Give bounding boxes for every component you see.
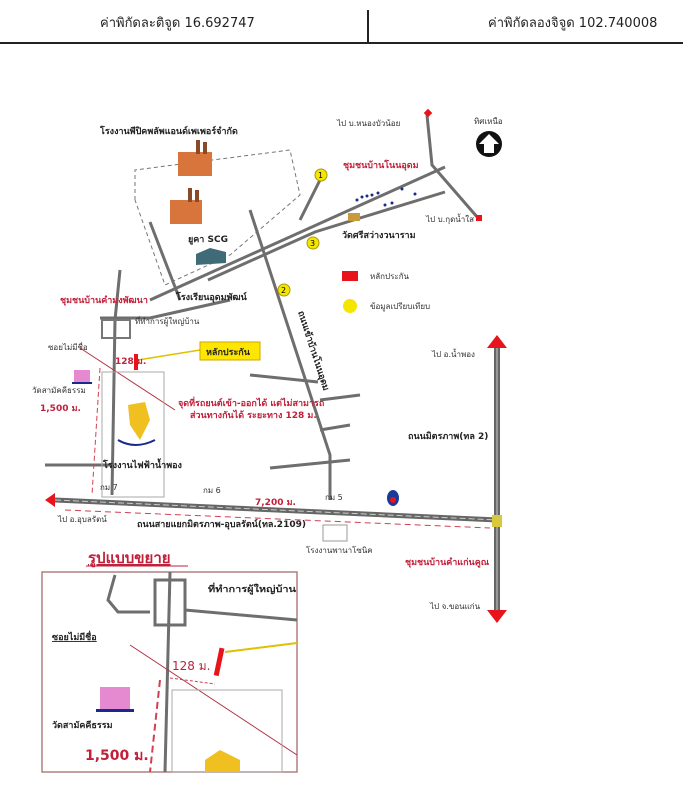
longitude-label: ค่าพิกัดลองจิจูด 102.740008 <box>488 16 658 31</box>
legend-comparison-label: ข้อมูลเปรียบเทียบ <box>370 302 430 312</box>
factory-boundary <box>134 149 301 286</box>
community-kham-mong-label: ชุมชนบ้านคำมงพัฒนา <box>60 295 148 306</box>
road-2109-label: ถนนสายแยกมิตรภาพ-อุบลรัตน์(ทล.2109) <box>137 518 306 530</box>
to-nam-phong-label: ไป อ.น้ำพอง <box>431 348 475 359</box>
power-plant-label: โรงงานไฟฟ้าน้ำพอง <box>102 458 182 471</box>
collateral-callout <box>199 341 261 361</box>
route-dashed-1500 <box>91 367 101 496</box>
unnamed-soi-label: ซอยไม่มีชื่อ <box>48 341 88 352</box>
collateral-marker-icon <box>134 354 138 370</box>
svg-text:1: 1 <box>318 171 323 180</box>
comparison-marker-1: 1 <box>314 168 328 182</box>
to-ubolratana-label: ไป อ.อุบลรัตน์ <box>57 514 107 524</box>
egat-logo-icon <box>117 402 156 446</box>
to-khon-kaen-label: ไป จ.ขอนแก่น <box>429 602 481 611</box>
to-kut-nam-sai-label: ไป บ.กุดน้ำใส <box>425 213 474 224</box>
factory-icon <box>170 140 212 224</box>
dist-128-label: 128 ม. <box>115 357 146 367</box>
km6-label: กม 6 <box>203 486 221 495</box>
road-mittraphap-label: ถนนมิตรภาพ(ทล 2) <box>408 431 488 442</box>
inset-dist-128-label: 128 ม. <box>172 659 210 673</box>
warehouse-icon <box>196 248 226 265</box>
callout-line <box>137 349 201 361</box>
village-block <box>101 319 131 339</box>
legend-comparison-swatch <box>343 299 357 313</box>
community-kham-kaen-khun-label: ชุมชนบ้านคำแก่นคูณ <box>405 557 490 568</box>
to-nong-bua-noi-label: ไป บ.หนองบัวน้อย <box>336 119 400 128</box>
temple-si-sawang-label: วัดศรีสว่างวนาราม <box>342 230 416 241</box>
svg-text:3: 3 <box>310 239 315 248</box>
school-label: โรงเรียนอุดมพัฒน์ <box>175 291 248 303</box>
marker-square-icon <box>476 215 482 221</box>
north-label: ทิศเหนือ <box>474 117 503 126</box>
latitude-label: ค่าพิกัดละติจูด 16.692747 <box>100 16 255 31</box>
km5-label: กม 5 <box>325 493 343 502</box>
inset-detail-map <box>41 571 298 773</box>
note-line-2: ส่วนทางกันได้ ระยะทาง 128 ม. <box>190 409 317 421</box>
comparison-marker-3: 3 <box>306 236 320 250</box>
inset-village-office-label: ที่ทำการผู้ใหญ่บ้าน <box>208 582 297 595</box>
panasonic-label: โรงงานพานาโซนิค <box>306 545 373 555</box>
inset-temple-label: วัดสามัคคีธรรม <box>52 720 113 731</box>
inset-dist-1500-label: 1,500 ม. <box>85 748 149 764</box>
svg-text:2: 2 <box>281 286 286 295</box>
north-arrow-icon <box>476 131 502 157</box>
dist-1500-label: 1,500 ม. <box>40 404 81 414</box>
highway-2109 <box>45 493 499 529</box>
power-plant-boundary <box>101 371 165 498</box>
temple-icon <box>348 213 360 221</box>
note-line-1: จุดที่รถยนต์เข้า-ออกได้ แต่ไม่สามารถ <box>178 396 324 409</box>
highway-mittraphap <box>487 335 507 623</box>
inset-title: รูปแบบขยาย <box>88 549 171 568</box>
village-office-label: ที่ทำการผู้ใหญ่บ้าน <box>135 315 200 327</box>
panasonic-icon <box>322 524 348 542</box>
legend-collateral-swatch <box>342 271 358 281</box>
inset-unnamed-soi-label: ซอยไม่มีชื่อ <box>52 630 97 643</box>
house-dots <box>355 187 417 207</box>
dist-7200-label: 7,200 ม. <box>255 498 296 508</box>
soi-pointer <box>79 347 176 411</box>
factory-pulp-label: โรงงานพีปิคพลัพแอนด์เพเพอร์จำกัด <box>99 125 238 137</box>
temple-samakkhi-icon <box>72 370 92 384</box>
collateral-callout-label: หลักประกัน <box>206 347 251 358</box>
ptt-logo-icon <box>387 490 399 506</box>
km7-label: กม 7 <box>100 483 118 492</box>
marker-diamond-icon <box>423 108 433 118</box>
temple-samakkhi-label: วัดสามัคคีธรรม <box>32 386 86 395</box>
factory-scg-label: ยูคา SCG <box>188 235 228 245</box>
legend-collateral-label: หลักประกัน <box>370 272 410 281</box>
header-divider <box>367 10 369 42</box>
coordinates-header: ค่าพิกัดละติจูด 16.692747 ค่าพิกัดลองจิจ… <box>0 0 683 44</box>
comparison-marker-2: 2 <box>277 283 291 297</box>
community-non-udom-label: ชุมชนบ้านโนนอุดม <box>343 159 419 171</box>
